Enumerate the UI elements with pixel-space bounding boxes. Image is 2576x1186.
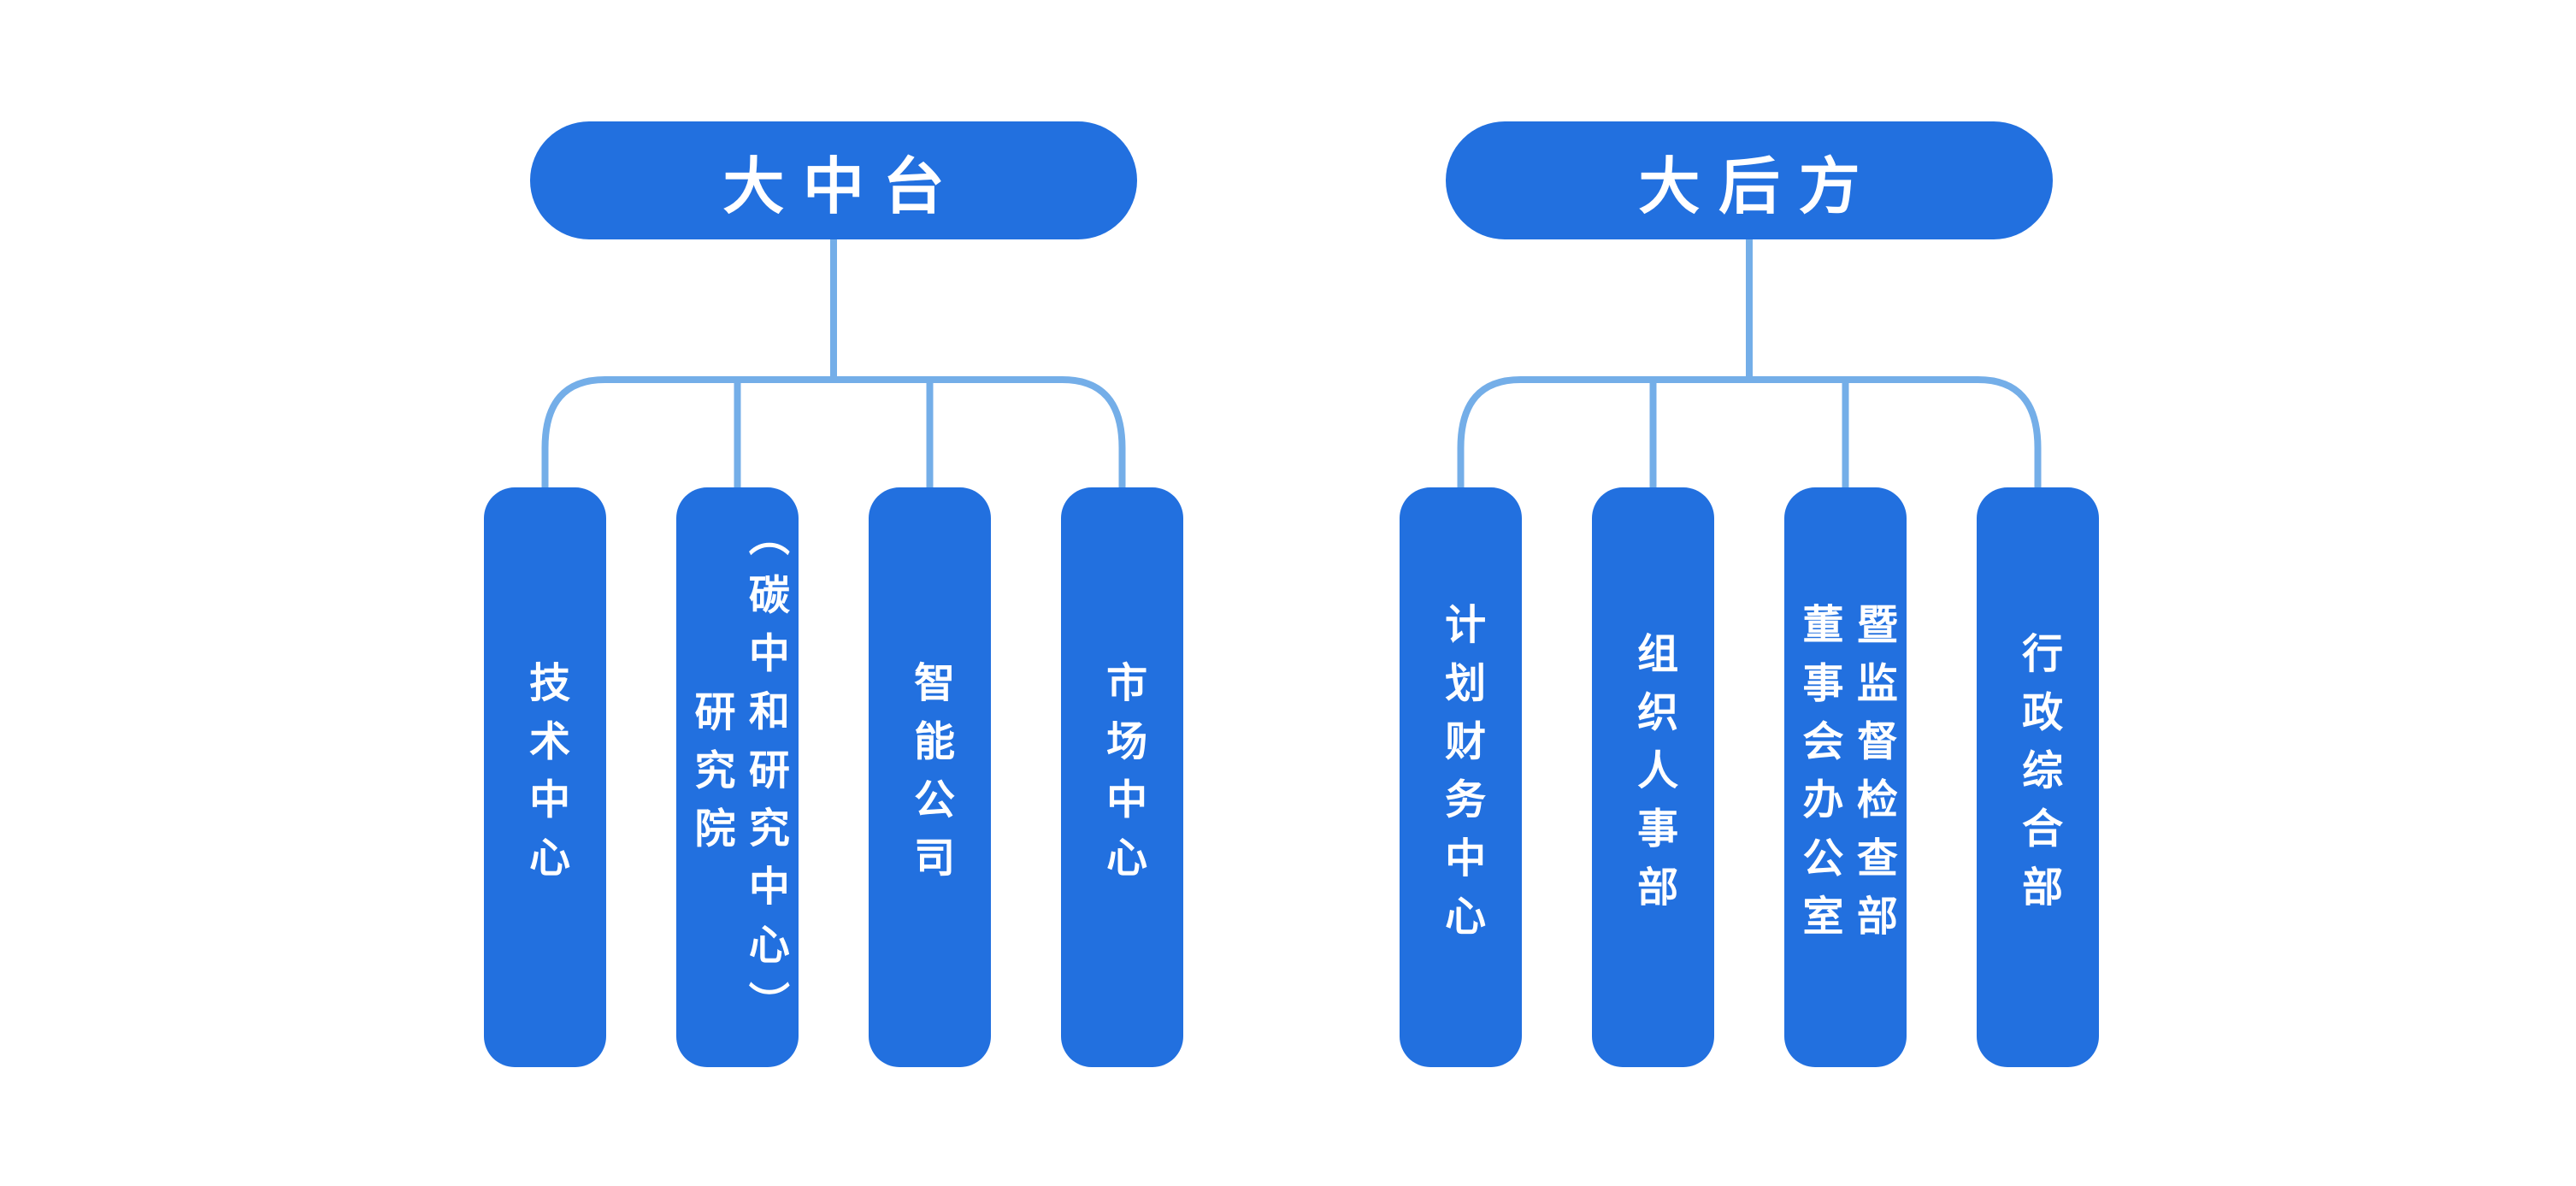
group-node-rear-support: 大后方: [1446, 121, 2053, 239]
connector-group-rear-support: [1457, 238, 2042, 487]
dept-node-label: 市场中心: [1099, 660, 1146, 894]
dept-node-label: 行政综合部: [2015, 631, 2061, 923]
connector-bus-right: [1457, 376, 2042, 487]
group-node-label: 大后方: [1638, 152, 1879, 221]
dept-node-hr-department: 组织人事部: [1592, 487, 1714, 1067]
dept-node-label: 董事会办公室 暨监督检查部: [1795, 602, 1895, 953]
dept-node-label: 智能公司: [907, 660, 953, 894]
group-node-middle-platform: 大中台: [530, 121, 1137, 239]
connector-bus-left: [541, 376, 1126, 487]
dept-node-label: 研究院 （碳中和研究中心）: [687, 515, 787, 1040]
dept-node-board-office-supervision: 董事会办公室 暨监督检查部: [1784, 487, 1907, 1067]
dept-node-admin-general-department: 行政综合部: [1977, 487, 2099, 1067]
dept-node-research-institute: 研究院 （碳中和研究中心）: [676, 487, 799, 1067]
dept-node-intelligent-company: 智能公司: [869, 487, 991, 1067]
dept-node-planning-finance-center: 计划财务中心: [1400, 487, 1522, 1067]
dept-node-market-center: 市场中心: [1061, 487, 1183, 1067]
dept-node-label: 组织人事部: [1630, 631, 1677, 923]
dept-node-tech-center: 技术中心: [484, 487, 606, 1067]
connector-group-middle-platform: [541, 238, 1126, 487]
dept-node-label: 计划财务中心: [1438, 602, 1484, 953]
group-node-label: 大中台: [722, 152, 964, 221]
dept-node-label: 技术中心: [522, 660, 569, 894]
